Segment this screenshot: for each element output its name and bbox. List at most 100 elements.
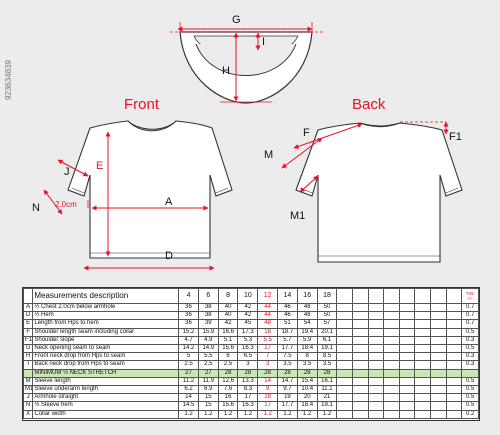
size-value: 40: [217, 311, 239, 321]
size-value: 1.2: [277, 409, 298, 419]
blank-header: [383, 288, 400, 304]
blank-cell: [336, 401, 353, 411]
size-value: 14.9: [197, 344, 219, 354]
size-header: 14: [277, 288, 298, 304]
blank-cell: [445, 409, 463, 419]
table-header-row: Measurements description 4 6 8 10 12 14 …: [22, 288, 479, 304]
size-value: 15: [197, 401, 219, 411]
tolerance-value: [461, 368, 479, 378]
blank-header: [430, 288, 447, 304]
size-value: 42: [237, 302, 259, 313]
blank-cell: [430, 311, 447, 321]
size-value: 14: [257, 376, 279, 387]
blank-cell: [445, 385, 463, 395]
blank-cell: [383, 385, 400, 395]
blank-cell: [351, 327, 369, 337]
row-code: E: [22, 319, 34, 329]
blank-cell: [398, 319, 416, 329]
size-header: 12: [257, 288, 279, 304]
row-description: Shoulder slope: [32, 335, 180, 346]
size-value: 38: [197, 311, 219, 321]
size-value: 19.1: [316, 344, 338, 354]
size-value: 17.7: [277, 344, 298, 354]
row-code: M: [22, 376, 34, 387]
blank-cell: [351, 352, 369, 362]
size-value: 28: [277, 368, 298, 378]
blank-cell: [336, 344, 353, 354]
size-value: 5.7: [277, 335, 298, 346]
tolerance-value: 0.7: [461, 311, 479, 321]
blank-cell: [445, 393, 463, 403]
blank-cell: [367, 368, 385, 378]
size-value: 5: [178, 352, 199, 362]
blank-cell: [445, 360, 463, 370]
size-value: 18: [257, 327, 279, 337]
label-2cm: 2.0cm: [55, 200, 77, 209]
row-code: A: [22, 302, 34, 313]
blank-cell: [336, 393, 353, 403]
size-value: 28: [257, 368, 279, 378]
blank-cell: [367, 401, 385, 411]
label-f1: F1: [449, 131, 462, 143]
measurement-table: Measurements description 4 6 8 10 12 14 …: [22, 288, 479, 419]
size-value: 18: [257, 393, 279, 403]
size-value: 16.3: [237, 344, 259, 354]
size-value: 19: [277, 393, 298, 403]
blank-cell: [430, 385, 447, 395]
blank-cell: [351, 319, 369, 329]
size-value: 8.3: [237, 385, 259, 395]
blank-cell: [351, 311, 369, 321]
size-value: 15.9: [197, 327, 219, 337]
blank-cell: [414, 360, 432, 370]
size-value: 6.1: [316, 335, 338, 346]
blank-cell: [414, 319, 432, 329]
size-value: 46: [277, 311, 298, 321]
size-value: 19.1: [316, 401, 338, 411]
blank-cell: [367, 302, 385, 313]
blank-cell: [414, 376, 432, 387]
blank-cell: [445, 401, 463, 411]
size-value: 17: [257, 344, 279, 354]
size-value: 19.4: [296, 327, 318, 337]
blank-cell: [336, 311, 353, 321]
size-value: 14.2: [178, 344, 199, 354]
blank-cell: [398, 352, 416, 362]
measurement-sheet: Measurements description 4 6 8 10 12 14 …: [22, 287, 480, 421]
label-g: G: [232, 14, 241, 26]
blank-cell: [430, 393, 447, 403]
size-header: 18: [316, 288, 338, 304]
size-header: 4: [178, 288, 199, 304]
label-h: H: [222, 65, 230, 77]
blank-cell: [398, 327, 416, 337]
row-description: Length from Hps to hem: [32, 319, 180, 329]
blank-cell: [398, 302, 416, 313]
blank-cell: [414, 335, 432, 346]
blank-cell: [367, 376, 385, 387]
tolerance-value: 0.5: [461, 401, 479, 411]
size-header: 6: [197, 288, 219, 304]
size-value: 48: [296, 311, 318, 321]
row-description: Shoulder length seam including collar: [32, 327, 180, 337]
label-e: E: [96, 160, 104, 172]
blank-cell: [351, 368, 369, 378]
watermark-id: 923634839: [4, 60, 13, 101]
size-value: 17: [237, 393, 259, 403]
size-value: 16: [217, 393, 239, 403]
row-code: G: [22, 344, 34, 354]
label-i: I: [262, 36, 266, 48]
blank-cell: [398, 385, 416, 395]
blank-cell: [367, 352, 385, 362]
blank-cell: [430, 352, 447, 362]
size-value: 17.7: [277, 401, 298, 411]
back-title: Back: [352, 96, 386, 113]
size-value: 18.4: [296, 401, 318, 411]
tolerance-header: TOL +/-: [461, 288, 479, 304]
size-value: 6.5: [237, 352, 259, 362]
blank-cell: [398, 401, 416, 411]
size-value: 3.5: [316, 360, 338, 370]
